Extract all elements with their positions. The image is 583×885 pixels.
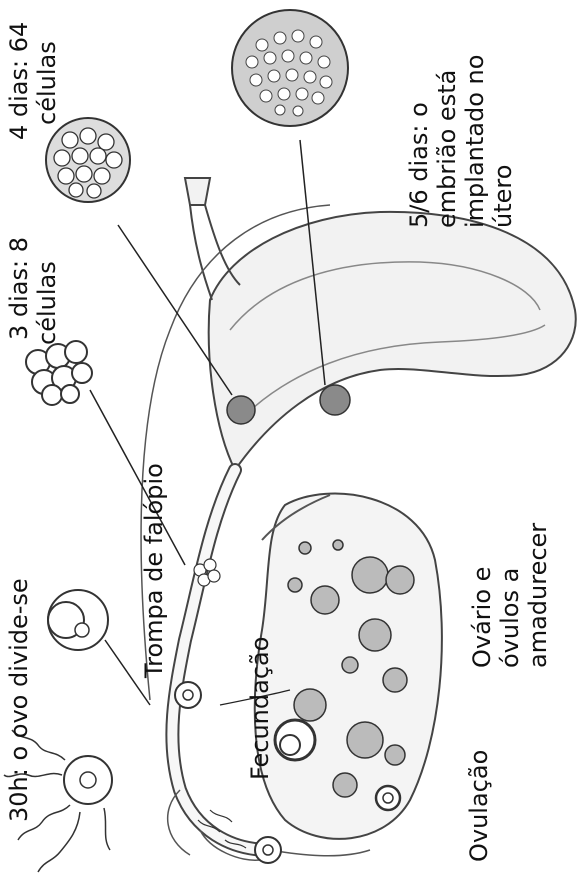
label-implant-1: 5/6 dias: o [405, 102, 433, 228]
follicle [359, 619, 391, 651]
label-30h: 30h: o ovo divide-se [5, 578, 33, 822]
label-implant-3: implantado no [461, 55, 489, 228]
follicle [347, 722, 383, 758]
sixty-four-cell-embryo [46, 118, 130, 202]
follicle [311, 586, 339, 614]
label-3-days-1: 3 dias: 8 [5, 237, 33, 340]
follicle [385, 745, 405, 765]
label-4-days-1: 4 dias: 64 [5, 22, 33, 140]
label-3-days-2: células [33, 261, 61, 345]
label-implant-4: útero [489, 165, 517, 228]
morula-in-uterus-1 [227, 396, 255, 424]
cervix [185, 178, 210, 205]
two-cell-egg [48, 590, 108, 650]
label-fertilization: Fecundação [246, 637, 274, 780]
eight-cell-embryo [26, 341, 92, 405]
label-ovary-2: óvulos a [496, 568, 524, 668]
label-fallopian-tube: Trompa de falópio [140, 463, 168, 678]
ovulating-follicle [376, 786, 400, 810]
follicle [299, 542, 311, 554]
follicle [342, 657, 358, 673]
follicle [352, 557, 388, 593]
blastocyst [232, 10, 348, 126]
follicle [333, 773, 357, 797]
label-ovary-1: Ovário e [468, 567, 496, 668]
follicle [386, 566, 414, 594]
leader-3-days [90, 390, 185, 565]
uterus [209, 212, 576, 470]
label-ovary-3: amadurecer [524, 523, 552, 668]
follicle [383, 668, 407, 692]
label-4-days-2: células [33, 41, 61, 125]
mature-follicle [275, 720, 315, 760]
implanted-embryo [320, 385, 350, 415]
label-ovulation: Ovulação [465, 750, 493, 862]
released-egg [255, 837, 281, 863]
label-implant-2: embrião está [433, 70, 461, 228]
follicle [294, 689, 326, 721]
fertilized-egg [175, 682, 201, 708]
follicle [288, 578, 302, 592]
follicle [333, 540, 343, 550]
